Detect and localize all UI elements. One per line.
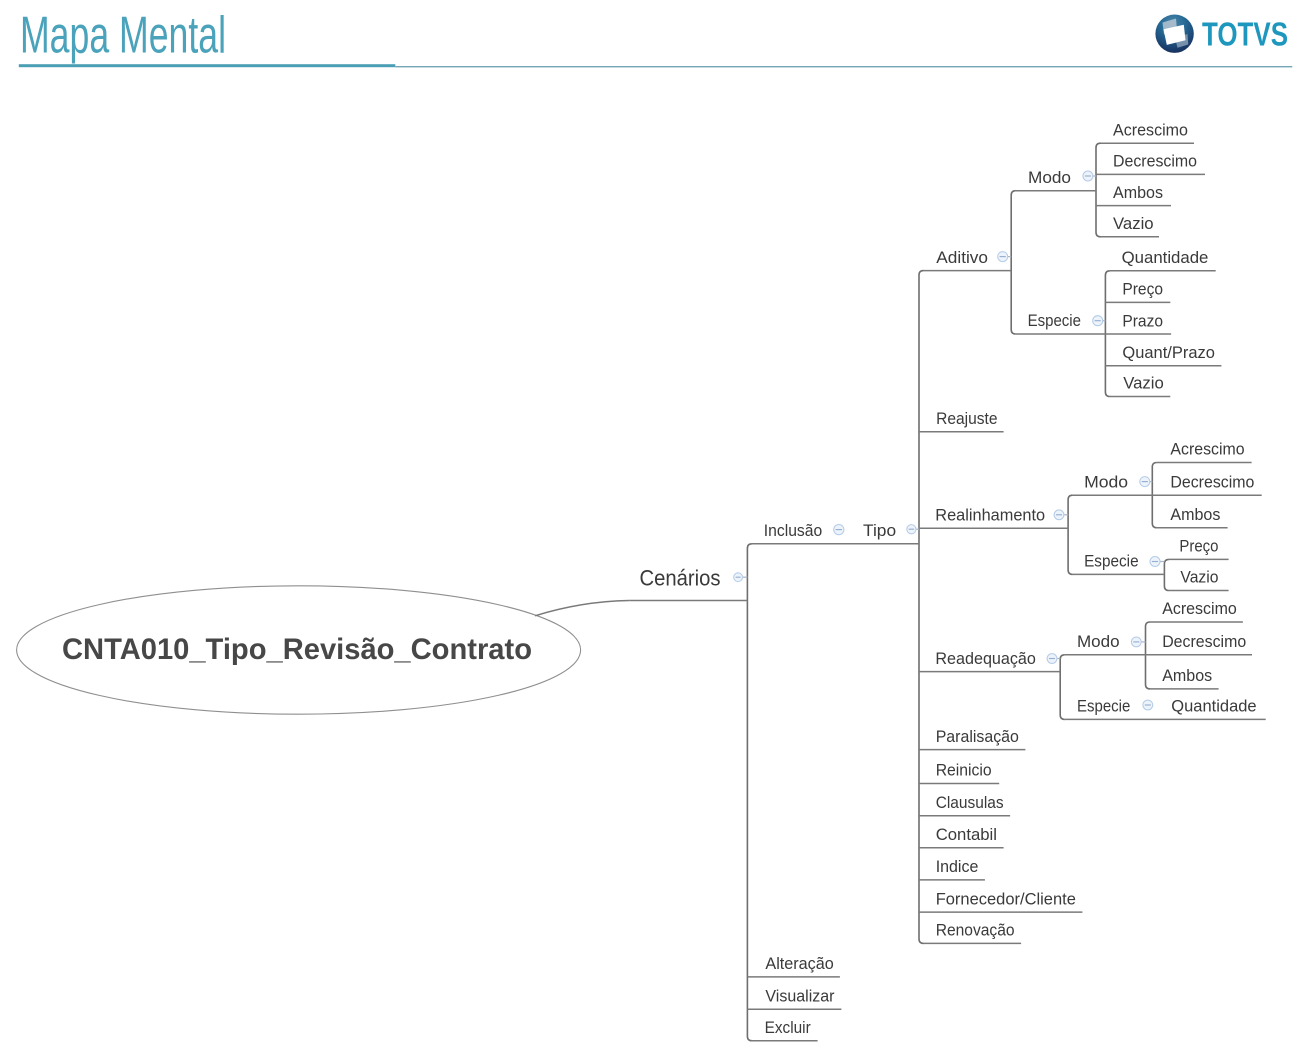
- svg-text:Acrescimo: Acrescimo: [1162, 599, 1237, 618]
- svg-text:Mapa Mental: Mapa Mental: [20, 6, 226, 64]
- svg-text:Readequação: Readequação: [935, 649, 1036, 668]
- svg-text:Vazio: Vazio: [1113, 214, 1154, 233]
- svg-text:Modo: Modo: [1028, 168, 1071, 187]
- svg-text:Decrescimo: Decrescimo: [1162, 632, 1246, 651]
- svg-text:Especie: Especie: [1084, 552, 1139, 571]
- svg-text:Excluir: Excluir: [765, 1018, 811, 1037]
- svg-text:Decrescimo: Decrescimo: [1170, 472, 1254, 491]
- svg-text:Acrescimo: Acrescimo: [1113, 120, 1188, 139]
- svg-text:Acrescimo: Acrescimo: [1170, 440, 1244, 459]
- svg-text:Renovação: Renovação: [936, 921, 1015, 940]
- svg-text:Reinicio: Reinicio: [936, 761, 992, 780]
- svg-text:Decrescimo: Decrescimo: [1113, 152, 1197, 171]
- svg-text:Especie: Especie: [1028, 311, 1081, 330]
- svg-text:Especie: Especie: [1077, 697, 1130, 716]
- svg-text:Cenários: Cenários: [640, 565, 721, 590]
- svg-text:Clausulas: Clausulas: [936, 793, 1004, 812]
- svg-text:Ambos: Ambos: [1113, 183, 1163, 202]
- svg-text:Tipo: Tipo: [863, 521, 896, 540]
- svg-text:Preço: Preço: [1122, 280, 1163, 299]
- svg-text:Ambos: Ambos: [1162, 666, 1212, 685]
- svg-text:Paralisação: Paralisação: [936, 727, 1019, 746]
- svg-text:Prazo: Prazo: [1122, 311, 1163, 330]
- svg-text:Modo: Modo: [1077, 632, 1120, 651]
- svg-text:Realinhamento: Realinhamento: [935, 506, 1045, 525]
- svg-text:Visualizar: Visualizar: [765, 986, 834, 1005]
- svg-text:Inclusão: Inclusão: [764, 521, 822, 540]
- svg-text:Vazio: Vazio: [1123, 374, 1164, 393]
- svg-text:Indice: Indice: [936, 857, 979, 876]
- svg-text:Ambos: Ambos: [1170, 505, 1220, 524]
- svg-text:Quantidade: Quantidade: [1122, 248, 1209, 267]
- svg-text:Fornecedor/Cliente: Fornecedor/Cliente: [936, 889, 1076, 908]
- svg-text:TOTVS: TOTVS: [1202, 15, 1288, 52]
- svg-text:Vazio: Vazio: [1180, 568, 1218, 587]
- svg-text:CNTA010_Tipo_Revisão_Contrato: CNTA010_Tipo_Revisão_Contrato: [62, 633, 532, 666]
- svg-text:Quantidade: Quantidade: [1171, 697, 1256, 716]
- svg-text:Aditivo: Aditivo: [936, 248, 988, 267]
- svg-text:Preço: Preço: [1179, 537, 1218, 556]
- svg-text:Reajuste: Reajuste: [936, 409, 997, 428]
- svg-text:Quant/Prazo: Quant/Prazo: [1122, 343, 1215, 362]
- svg-text:Alteração: Alteração: [765, 954, 833, 973]
- svg-text:Contabil: Contabil: [936, 825, 997, 844]
- svg-text:Modo: Modo: [1084, 472, 1128, 491]
